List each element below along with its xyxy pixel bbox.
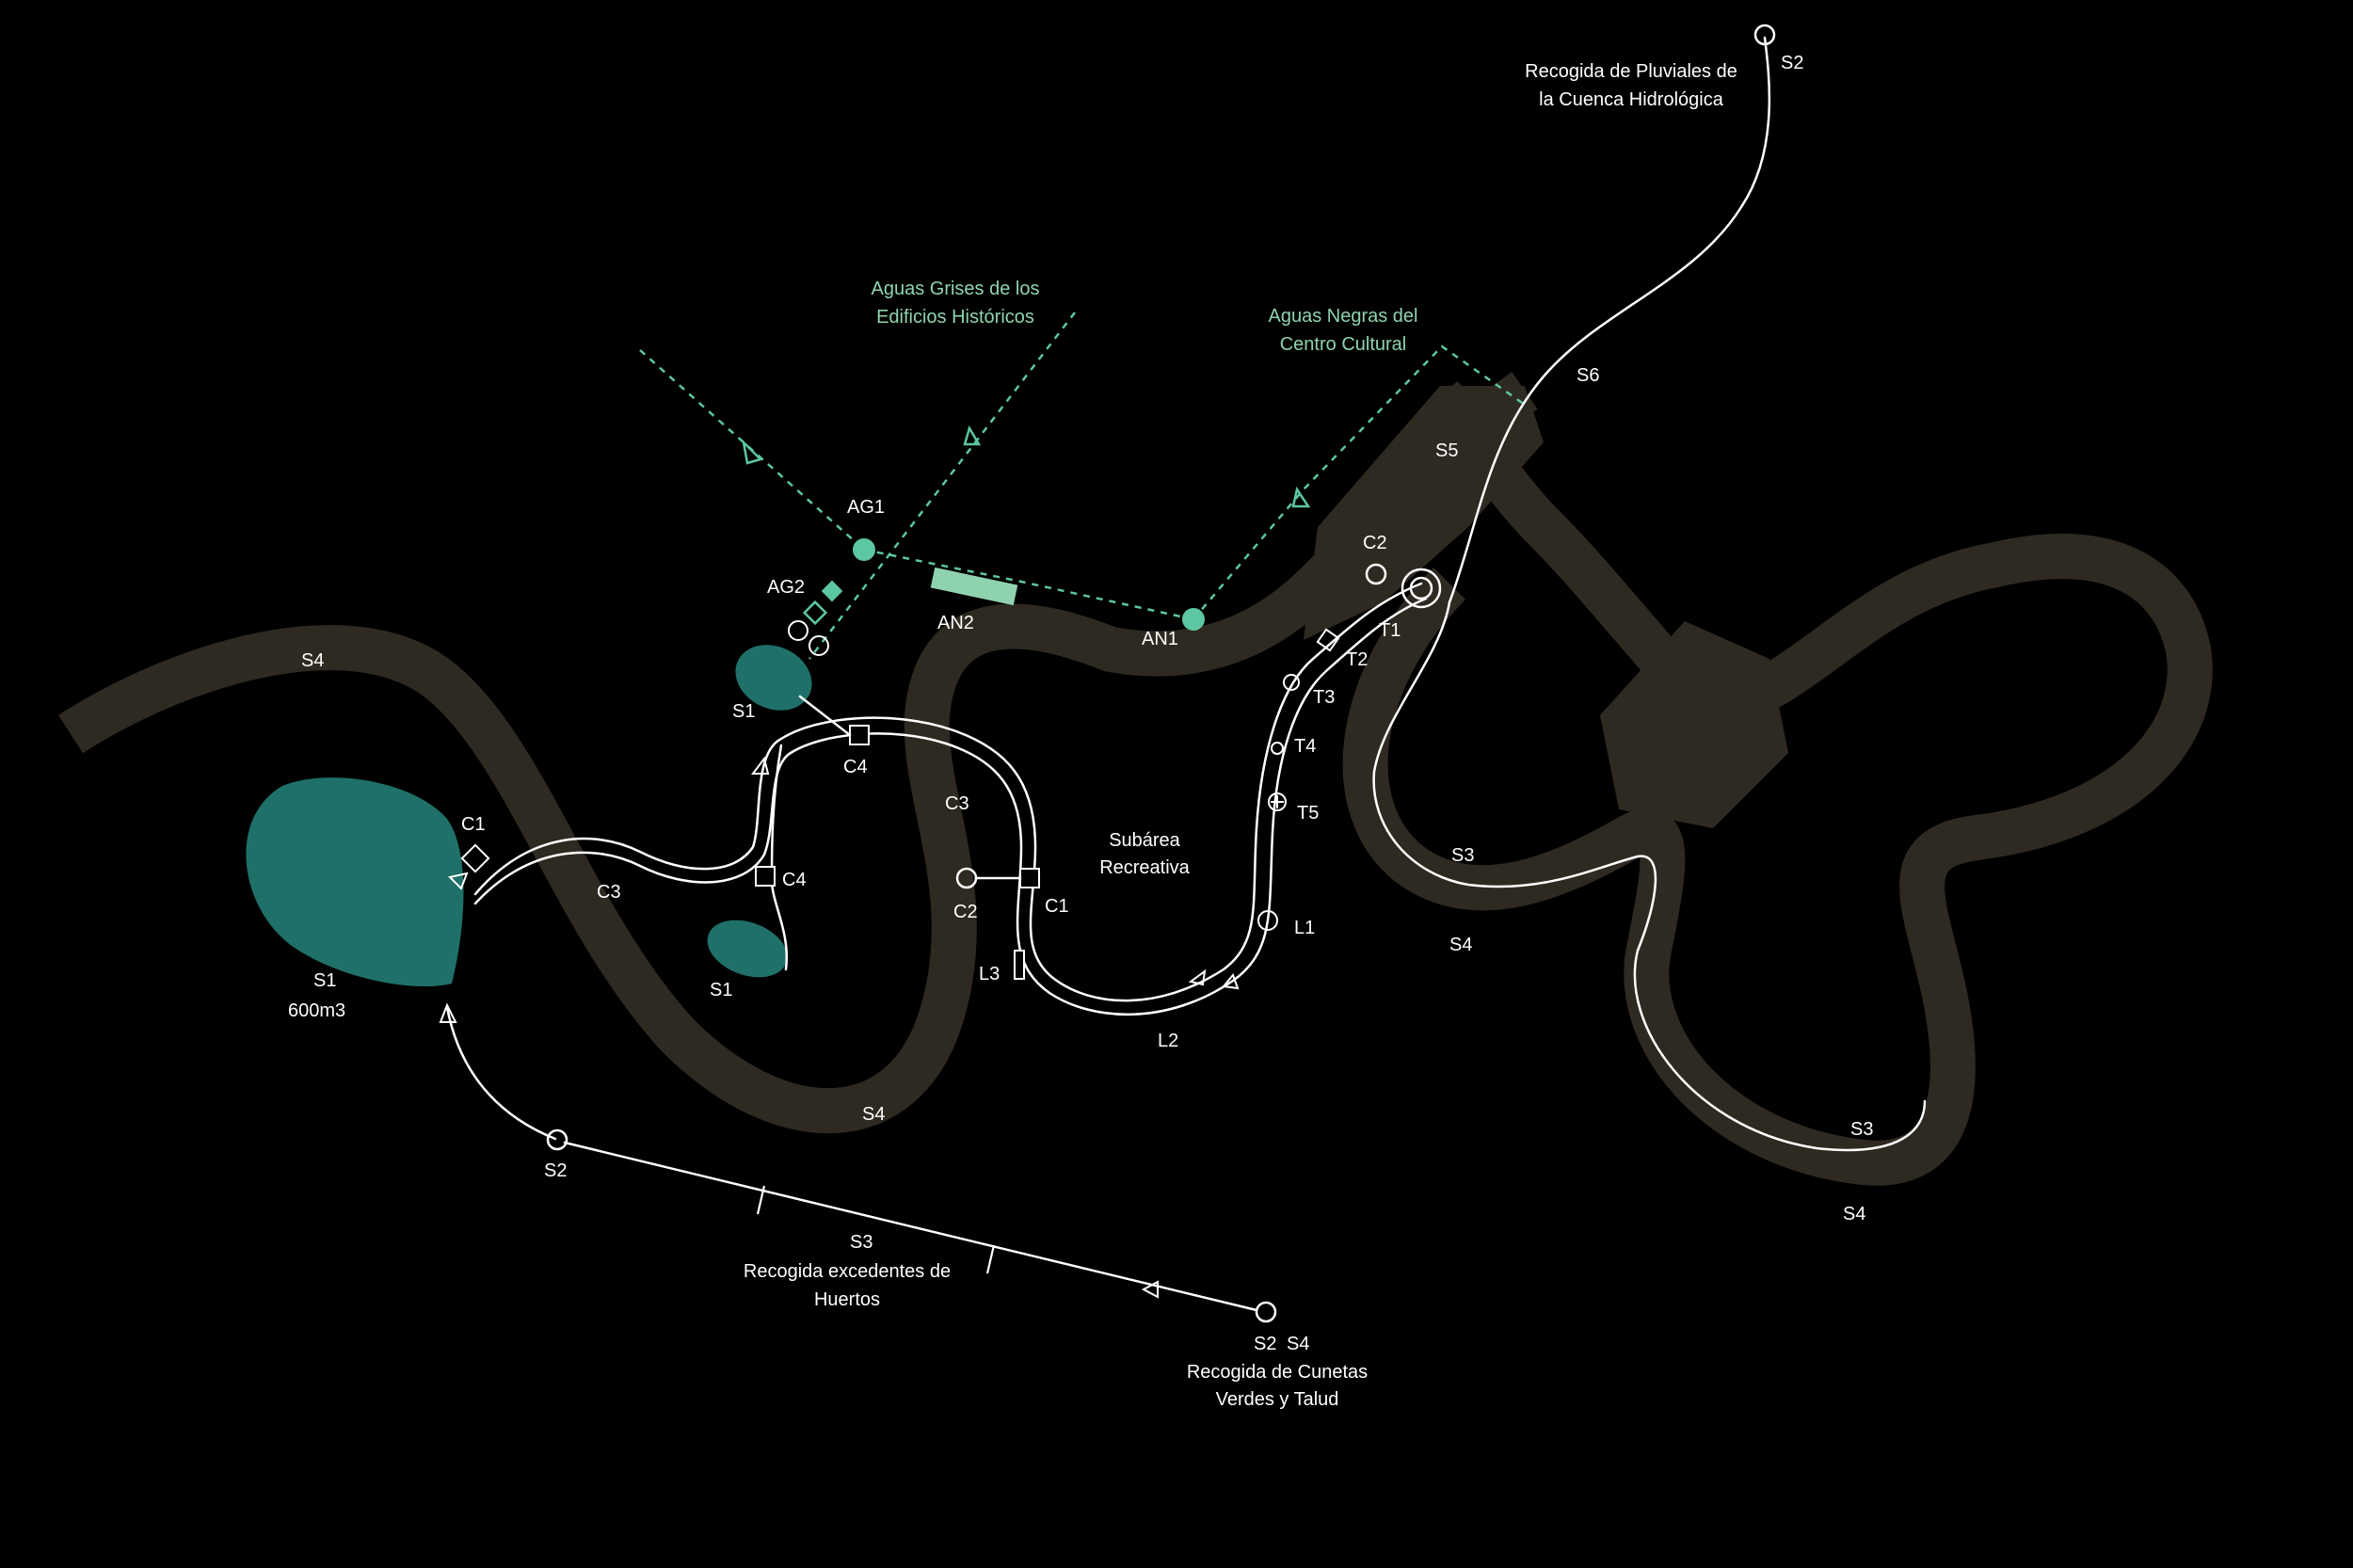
label-s2-top: S2 <box>1781 53 1803 73</box>
label-s4-mid: S4 <box>862 1104 885 1125</box>
label-s4-top: S4 <box>301 650 324 671</box>
label-s4-right-bottom: S4 <box>1843 1204 1865 1224</box>
right-loop-line <box>1372 600 1927 1152</box>
pond-s1-upper <box>735 645 812 711</box>
annotation-pluviales-2: la Cuenca Hidrológica <box>1539 89 1724 110</box>
annotation-subarea-1: Subárea <box>1109 830 1180 851</box>
c2-top-node <box>1365 563 1387 585</box>
annotation-huertos-1: Recogida excedentes de <box>744 1261 951 1282</box>
annotation-negras-2: Centro Cultural <box>1280 334 1407 355</box>
label-c2-mid: C2 <box>953 902 978 922</box>
bottom-line-s3 <box>563 1141 1258 1312</box>
tick-1 <box>756 1185 766 1215</box>
s2-top-node <box>1753 24 1776 46</box>
river-band-hub <box>1600 621 1788 828</box>
annotation-cunetas-2: Verdes y Talud <box>1216 1389 1339 1410</box>
bottom-line-s2-to-pond <box>445 1005 557 1141</box>
label-an2: AN2 <box>937 613 974 633</box>
s1-upper-feed <box>798 695 852 737</box>
blackwater-link <box>863 548 1194 621</box>
annotation-subarea-2: Recreativa <box>1099 857 1190 878</box>
label-s5: S5 <box>1435 440 1458 461</box>
label-c2-top: C2 <box>1363 533 1387 553</box>
label-t2: T2 <box>1346 649 1368 670</box>
label-c3-left: C3 <box>597 882 621 903</box>
label-c1-left: C1 <box>461 814 486 835</box>
an1-node <box>1182 608 1205 631</box>
label-s1-top: S1 <box>732 701 755 722</box>
pipe-main-outer <box>473 582 1423 1002</box>
label-t5: T5 <box>1297 803 1319 824</box>
treatment-symbols <box>1257 628 1340 931</box>
river-band-meander <box>58 372 1538 1134</box>
pond-s1-large <box>246 777 464 987</box>
label-s4-right: S4 <box>1287 1334 1309 1354</box>
label-ag1: AG1 <box>847 497 885 518</box>
label-s1-big-volume: 600m3 <box>288 1000 345 1021</box>
annotation-negras-1: Aguas Negras del <box>1269 306 1418 327</box>
label-l1: L1 <box>1294 918 1315 938</box>
pond-s1-lower <box>707 920 788 978</box>
label-s6: S6 <box>1577 365 1599 386</box>
label-s1-mid: S1 <box>710 980 732 1000</box>
annotation-cunetas-1: Recogida de Cunetas <box>1187 1362 1368 1383</box>
t1-node-inner <box>1409 576 1433 600</box>
s5-s6-line <box>1448 36 1771 604</box>
t1-node-outer <box>1401 568 1442 609</box>
label-s1-big: S1 <box>313 970 336 991</box>
label-s4-right-mid: S4 <box>1449 935 1472 955</box>
s2-bottom-node <box>546 1128 568 1151</box>
annotation-grises-2: Edificios Históricos <box>876 307 1034 328</box>
label-an1: AN1 <box>1142 629 1178 649</box>
annotation-grises-1: Aguas Grises de los <box>872 279 1040 299</box>
label-ag2: AG2 <box>767 577 805 598</box>
label-s3-bottom: S3 <box>850 1232 872 1253</box>
ag1-node <box>853 538 875 561</box>
label-s2-bottom: S2 <box>544 1160 567 1181</box>
flow-arrows <box>439 756 1240 1299</box>
label-c3-mid: C3 <box>945 793 969 814</box>
pipe-main-inner <box>473 597 1428 1016</box>
dash-arrows <box>742 424 1311 508</box>
label-c1-mid: C1 <box>1045 896 1069 917</box>
label-t3: T3 <box>1313 687 1335 708</box>
label-t1: T1 <box>1379 620 1401 641</box>
label-c4-lower: C4 <box>782 870 807 890</box>
tick-2 <box>985 1244 996 1274</box>
river-band-right-loop <box>1342 534 2213 1186</box>
ag2-filter <box>788 580 843 656</box>
label-t4: T4 <box>1294 736 1316 757</box>
s2-right-node <box>1255 1301 1277 1323</box>
label-l3: L3 <box>979 964 1000 984</box>
label-s2-right: S2 <box>1254 1334 1276 1354</box>
label-s3-right-bottom: S3 <box>1850 1119 1873 1140</box>
annotation-huertos-2: Huertos <box>814 1289 880 1310</box>
pipe-valves <box>460 725 1040 980</box>
label-s3-right-mid: S3 <box>1451 845 1474 866</box>
annotation-pluviales-1: Recogida de Pluviales de <box>1525 61 1737 82</box>
an2-tank <box>930 567 1018 606</box>
label-c4-upper: C4 <box>843 757 868 777</box>
blackwater-line <box>1193 344 1526 620</box>
label-l2: L2 <box>1158 1031 1178 1051</box>
